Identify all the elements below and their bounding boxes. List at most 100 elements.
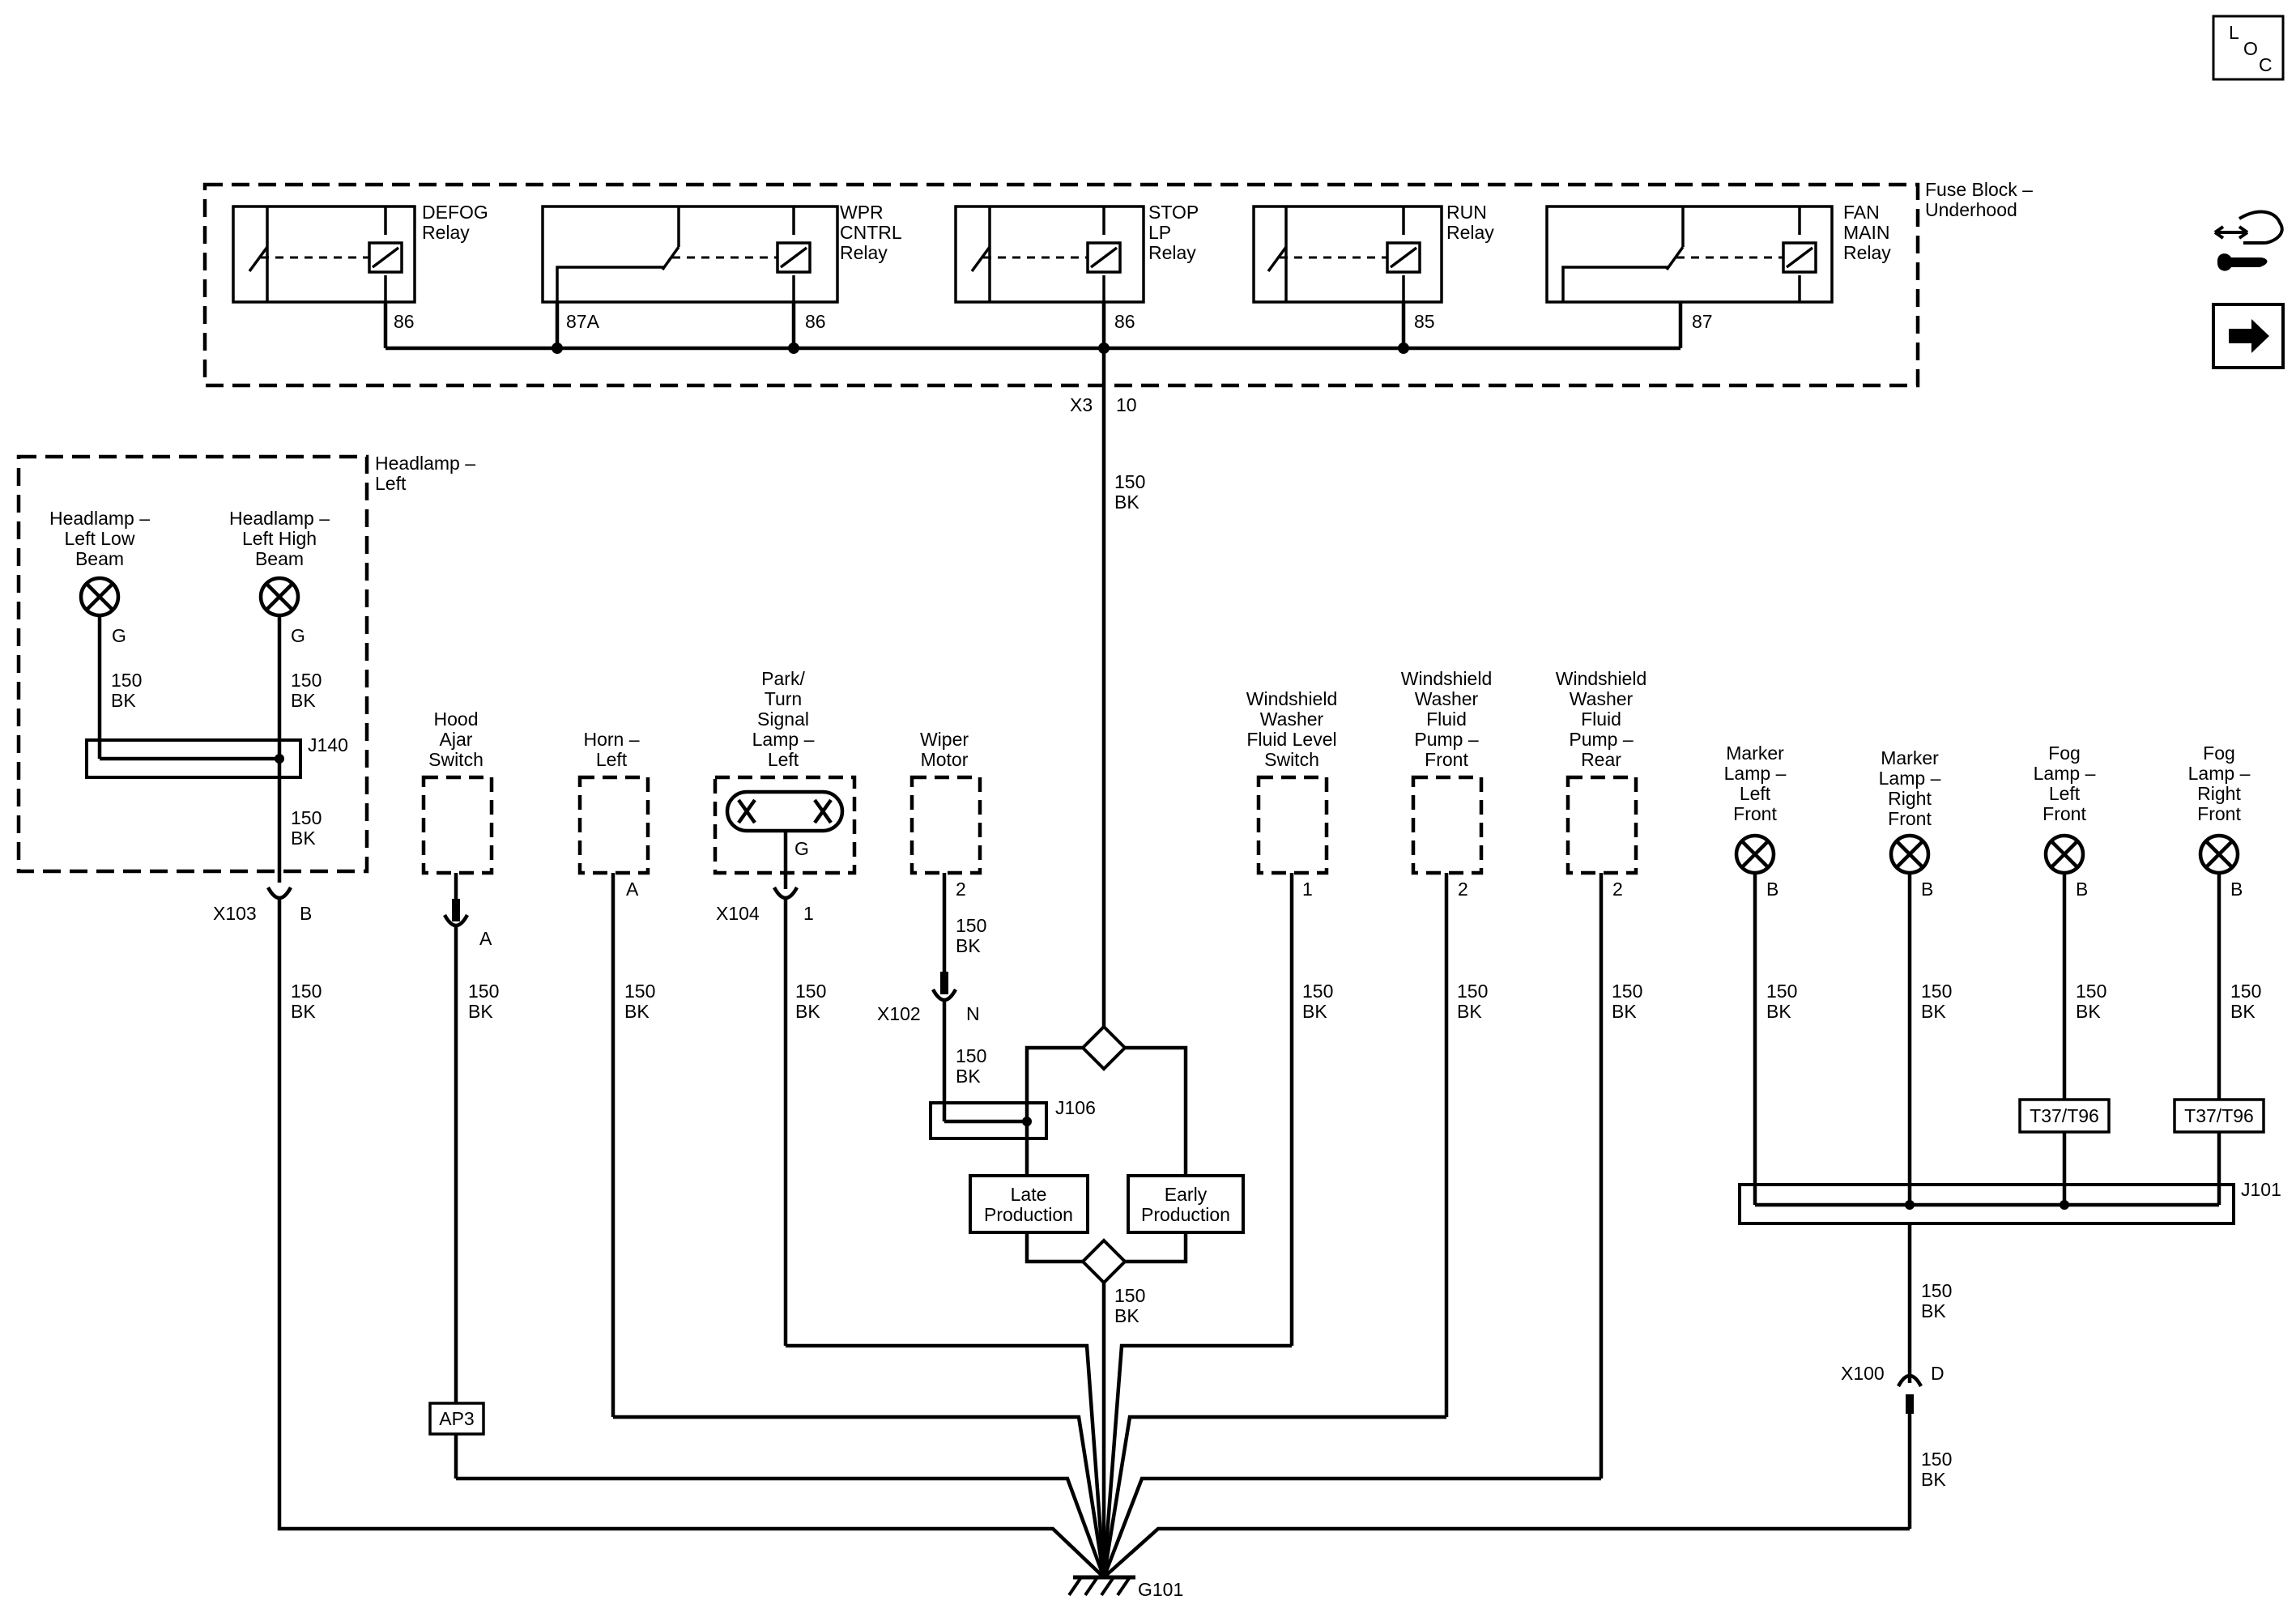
relay-wpr-cntrl: WPR CNTRL Relay 87A 86 <box>541 202 902 348</box>
x3-connector: X3 10 <box>1070 394 1137 415</box>
x102-pin: N <box>966 1003 980 1024</box>
park-turn-wire-color: BK <box>795 1001 820 1022</box>
relay-defog: DEFOG Relay 86 <box>232 202 488 348</box>
g101-label: G101 <box>1138 1579 1183 1600</box>
horn-wire-color: BK <box>624 1001 650 1022</box>
j140-label: J140 <box>308 734 348 755</box>
fog-left-lamp-icon <box>2043 833 2085 875</box>
relay-stop-name-1: LP <box>1148 222 1171 243</box>
horn-wire-gauge: 150 <box>624 981 655 1002</box>
x102-wire-color: BK <box>956 1066 981 1087</box>
pump-rear-pin: 2 <box>1612 879 1623 900</box>
arrow-right-icon <box>2229 319 2269 353</box>
production-option-block: J106 Late Production Early Production 15… <box>929 1024 1245 1577</box>
x100-wire-color: BK <box>1921 1469 1946 1490</box>
fog-left-label-2: Left <box>2049 783 2081 804</box>
marker-right-label-0: Marker <box>1881 747 1939 768</box>
hood-ajar-switch: Hood Ajar Switch A 150 BK AP3 <box>421 709 499 1479</box>
relay-stop-name-0: STOP <box>1148 202 1199 223</box>
relay-run-pin: 85 <box>1414 311 1435 332</box>
headlamp-out-wire-color: BK <box>291 828 316 849</box>
park-turn-label-1: Turn <box>765 688 802 709</box>
park-turn-wire-gauge: 150 <box>795 981 826 1002</box>
fuse-block-underhood: Fuse Block – Underhood DEFOG Relay 86 <box>202 179 2033 388</box>
horn-pin: A <box>626 879 639 900</box>
early-production-label-1: Early <box>1165 1184 1208 1205</box>
high-beam-label-2: Beam <box>255 548 304 569</box>
fuse-block-label-1: Fuse Block – <box>1925 179 2033 200</box>
marker-right-label-1: Lamp – <box>1879 768 1941 789</box>
marker-lamp-right-front: Marker Lamp – Right Front B 150 BK <box>1879 747 1952 1205</box>
fog-left-wire-color: BK <box>2076 1001 2101 1022</box>
low-beam-lamp-icon <box>79 576 121 618</box>
wiper-wire-color: BK <box>956 935 981 956</box>
trunk-wire-color: BK <box>1114 491 1139 513</box>
hood-ajar-label-1: Ajar <box>440 729 473 750</box>
loc-button[interactable]: L O C <box>2212 15 2285 81</box>
pump-rear-wire-gauge: 150 <box>1612 981 1642 1002</box>
relay-run-name-0: RUN <box>1446 202 1487 223</box>
wiper-motor: Wiper Motor 2 150 BK X102 N 150 BK <box>877 729 986 1121</box>
low-beam-label-0: Headlamp – <box>49 508 150 529</box>
pump-rear-label-1: Washer <box>1570 688 1634 709</box>
x104-pin: 1 <box>803 903 814 924</box>
fluid-level-wire-color: BK <box>1302 1001 1327 1022</box>
t37-right-label: T37/T96 <box>2184 1105 2254 1126</box>
relay-fan-name-0: FAN <box>1843 202 1880 223</box>
connector-hand-wrench-icon[interactable] <box>2213 210 2284 271</box>
relay-run-name-1: Relay <box>1446 222 1494 243</box>
high-beam-label-0: Headlamp – <box>229 508 330 529</box>
marker-left-label-0: Marker <box>1726 743 1784 764</box>
marker-right-wire-color: BK <box>1921 1001 1946 1022</box>
park-turn-lamp-left: Park/ Turn Signal Lamp – Left G X104 1 1… <box>713 668 857 1346</box>
x102-wire-gauge: 150 <box>956 1045 986 1066</box>
pump-front-label-0: Windshield <box>1401 668 1493 689</box>
relay-wpr-pin-a: 87A <box>566 311 600 332</box>
relay-wpr-name-0: WPR <box>840 202 884 223</box>
pump-rear-wire-color: BK <box>1612 1001 1637 1022</box>
horn-left: Horn – Left A 150 BK <box>577 729 655 1417</box>
x102-label: X102 <box>877 1003 921 1024</box>
pump-front-label-1: Washer <box>1415 688 1479 709</box>
fog-lamp-right-front: Fog Lamp – Right Front B 150 BK T37/T96 <box>2173 743 2265 1205</box>
fog-right-label-2: Right <box>2197 783 2241 804</box>
x100-wire-gauge: 150 <box>1921 1449 1952 1470</box>
x100-connector: X100 D 150 BK <box>1841 1363 1952 1529</box>
relay-stop-lp: STOP LP Relay 86 <box>954 202 1199 348</box>
fog-right-pin: B <box>2230 879 2243 900</box>
loc-o: O <box>2243 38 2258 59</box>
ap3-label: AP3 <box>439 1408 474 1429</box>
x103-wire-color: BK <box>291 1001 316 1022</box>
headlamp-left-module: Headlamp – Left Headlamp – Left Low Beam… <box>16 453 475 883</box>
marker-right-wire-gauge: 150 <box>1921 981 1952 1002</box>
fog-left-wire-gauge: 150 <box>2076 981 2106 1002</box>
pump-rear-label-4: Rear <box>1581 749 1621 770</box>
pump-front-label-2: Fluid <box>1426 709 1467 730</box>
fog-right-label-0: Fog <box>2203 743 2235 764</box>
fluid-level-label-3: Switch <box>1264 749 1319 770</box>
park-turn-pin-g: G <box>794 838 809 859</box>
washer-pump-front: Windshield Washer Fluid Pump – Front 2 1… <box>1401 668 1493 1417</box>
horn-label-0: Horn – <box>583 729 639 750</box>
next-page-button[interactable] <box>2212 303 2285 369</box>
fog-right-wire-gauge: 150 <box>2230 981 2261 1002</box>
relay-wpr-name-1: CNTRL <box>840 222 902 243</box>
x103-connector: X103 B 150 BK <box>213 886 322 1522</box>
high-beam-wire-gauge: 150 <box>291 670 322 691</box>
park-turn-label-0: Park/ <box>761 668 805 689</box>
x100-pin: D <box>1931 1363 1945 1384</box>
marker-lamp-left-front: Marker Lamp – Left Front B 150 BK <box>1724 743 1797 1205</box>
wiper-wire-gauge: 150 <box>956 915 986 936</box>
early-production-label-2: Production <box>1141 1204 1230 1225</box>
fluid-level-label-1: Washer <box>1260 709 1324 730</box>
headlamp-module-label-1: Headlamp – <box>375 453 475 474</box>
x103-label: X103 <box>213 903 257 924</box>
x100-label: X100 <box>1841 1363 1885 1384</box>
marker-left-pin: B <box>1766 879 1778 900</box>
relay-stop-name-2: Relay <box>1148 242 1196 263</box>
hood-ajar-label-0: Hood <box>434 709 479 730</box>
x103-wire-gauge: 150 <box>291 981 322 1002</box>
low-beam-wire-gauge: 150 <box>111 670 142 691</box>
fog-right-lamp-icon <box>2198 833 2240 875</box>
